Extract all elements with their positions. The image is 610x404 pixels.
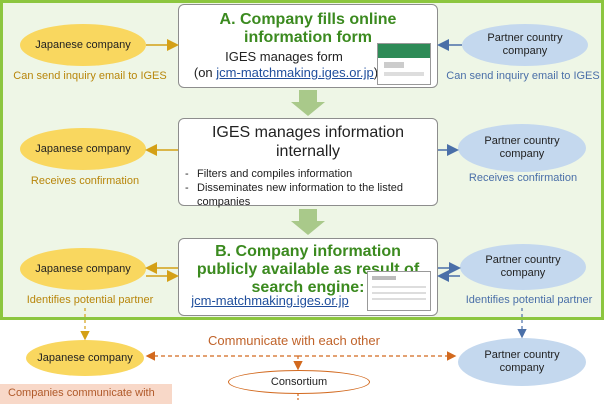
caption-partner-japanese: Identifies potential partner	[26, 294, 154, 306]
form-screenshot-thumbnail	[377, 43, 431, 85]
down-arrow-1	[291, 90, 325, 116]
japanese-company-node-2: Japanese company	[20, 128, 146, 170]
box-a-link-prefix: (on	[193, 65, 217, 80]
partner-company-label: Partner country company	[487, 32, 563, 57]
caption-confirmation-japanese: Receives confirmation	[30, 175, 140, 187]
bullet-item: Filters and compiles information	[185, 167, 437, 181]
matchmaking-link-b[interactable]: jcm-matchmaking.iges.or.jp	[191, 293, 349, 308]
box-a-subtitle: IGES manages form	[225, 49, 343, 64]
japanese-company-label: Japanese company	[35, 142, 131, 155]
partner-company-node-3: Partner country company	[460, 244, 586, 290]
box-a-online-form: A. Company fills online information form…	[178, 4, 438, 88]
partner-company-node-1: Partner country company	[462, 24, 588, 66]
partner-company-node-4: Partner country company	[458, 338, 586, 386]
japanese-company-label: Japanese company	[37, 351, 133, 364]
matchmaking-link-a[interactable]: jcm-matchmaking.iges.or.jp	[216, 65, 374, 80]
box-mid-bullets: Filters and compiles information Dissemi…	[179, 167, 437, 209]
down-arrow-2	[291, 209, 325, 235]
partner-company-label: Partner country company	[485, 254, 561, 279]
box-a-title: A. Company fills online information form	[219, 11, 397, 46]
consortium-label: Consortium	[270, 376, 328, 388]
box-a-link-line: (on jcm-matchmaking.iges.or.jp)	[183, 65, 389, 81]
japanese-company-label: Japanese company	[35, 262, 131, 275]
bottom-note: Companies communicate with	[0, 384, 172, 404]
box-b-public-info: B. Company information publicly availabl…	[178, 238, 438, 316]
consortium-node: Consortium	[228, 370, 370, 394]
japanese-company-node-1: Japanese company	[20, 24, 146, 66]
box-iges-internal: IGES manages information internally Filt…	[178, 118, 438, 209]
caption-inquiry-partner: Can send inquiry email to IGES	[446, 70, 600, 82]
communicate-label: Communicate with each other	[208, 333, 380, 348]
caption-inquiry-japanese: Can send inquiry email to IGES	[13, 70, 167, 82]
caption-confirmation-partner: Receives confirmation	[468, 172, 578, 184]
partner-company-label: Partner country company	[484, 349, 560, 374]
bullet-item: Disseminates new information to the list…	[185, 181, 437, 209]
japanese-company-node-3: Japanese company	[20, 248, 146, 290]
partner-company-node-2: Partner country company	[458, 124, 586, 172]
box-a-link-suffix: )	[373, 65, 379, 80]
box-b-title: B. Company information publicly availabl…	[196, 243, 420, 296]
box-b-link-line: jcm-matchmaking.iges.or.jp	[179, 293, 361, 309]
box-mid-title: IGES manages information internally	[211, 124, 405, 160]
japanese-company-label: Japanese company	[35, 38, 131, 51]
search-results-thumbnail	[367, 271, 431, 311]
caption-partner-partner: Identifies potential partner	[465, 294, 593, 306]
partner-company-label: Partner country company	[484, 135, 560, 160]
japanese-company-node-4: Japanese company	[26, 340, 144, 376]
